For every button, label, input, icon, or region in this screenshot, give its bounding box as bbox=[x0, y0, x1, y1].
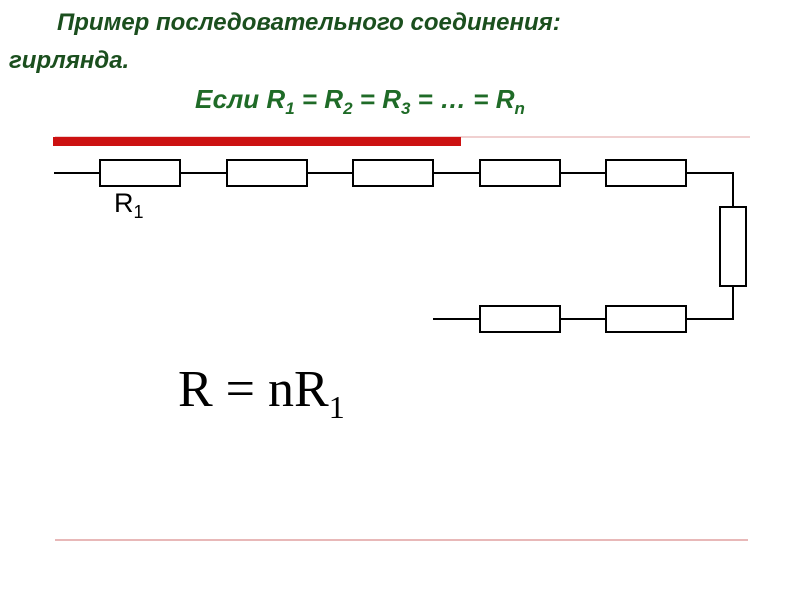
condition-term-3: R3 = … = bbox=[382, 84, 496, 118]
resistor-1-label: R1 bbox=[114, 188, 144, 222]
resistors bbox=[99, 159, 747, 333]
resistor-3 bbox=[352, 159, 434, 187]
wire-6-7 bbox=[686, 286, 734, 320]
condition-text: Если R1 = R2 = R3 = … = Rn bbox=[195, 84, 525, 119]
condition-term-2: R2 = bbox=[324, 84, 383, 118]
condition-term-1: R1 = bbox=[266, 84, 325, 118]
resistor-1 bbox=[99, 159, 181, 187]
total-resistance-formula: R = nR1 bbox=[178, 360, 345, 426]
condition-term-n: Rn bbox=[495, 84, 525, 118]
resistor-6 bbox=[719, 206, 747, 287]
resistor-5 bbox=[605, 159, 687, 187]
condition-prefix: Если bbox=[195, 84, 267, 114]
resistor-2 bbox=[226, 159, 308, 187]
wire-5-6 bbox=[686, 172, 734, 207]
accent-bar bbox=[53, 137, 461, 146]
resistor-4 bbox=[479, 159, 561, 187]
title-line-2: гирлянда. bbox=[9, 47, 130, 74]
resistor-7 bbox=[605, 305, 687, 333]
resistor-8 bbox=[479, 305, 561, 333]
title-line-1: Пример последовательного соединения: bbox=[57, 9, 561, 36]
formula-main: R = nR bbox=[178, 361, 329, 418]
formula-subscript: 1 bbox=[328, 389, 345, 425]
wires bbox=[54, 172, 734, 320]
